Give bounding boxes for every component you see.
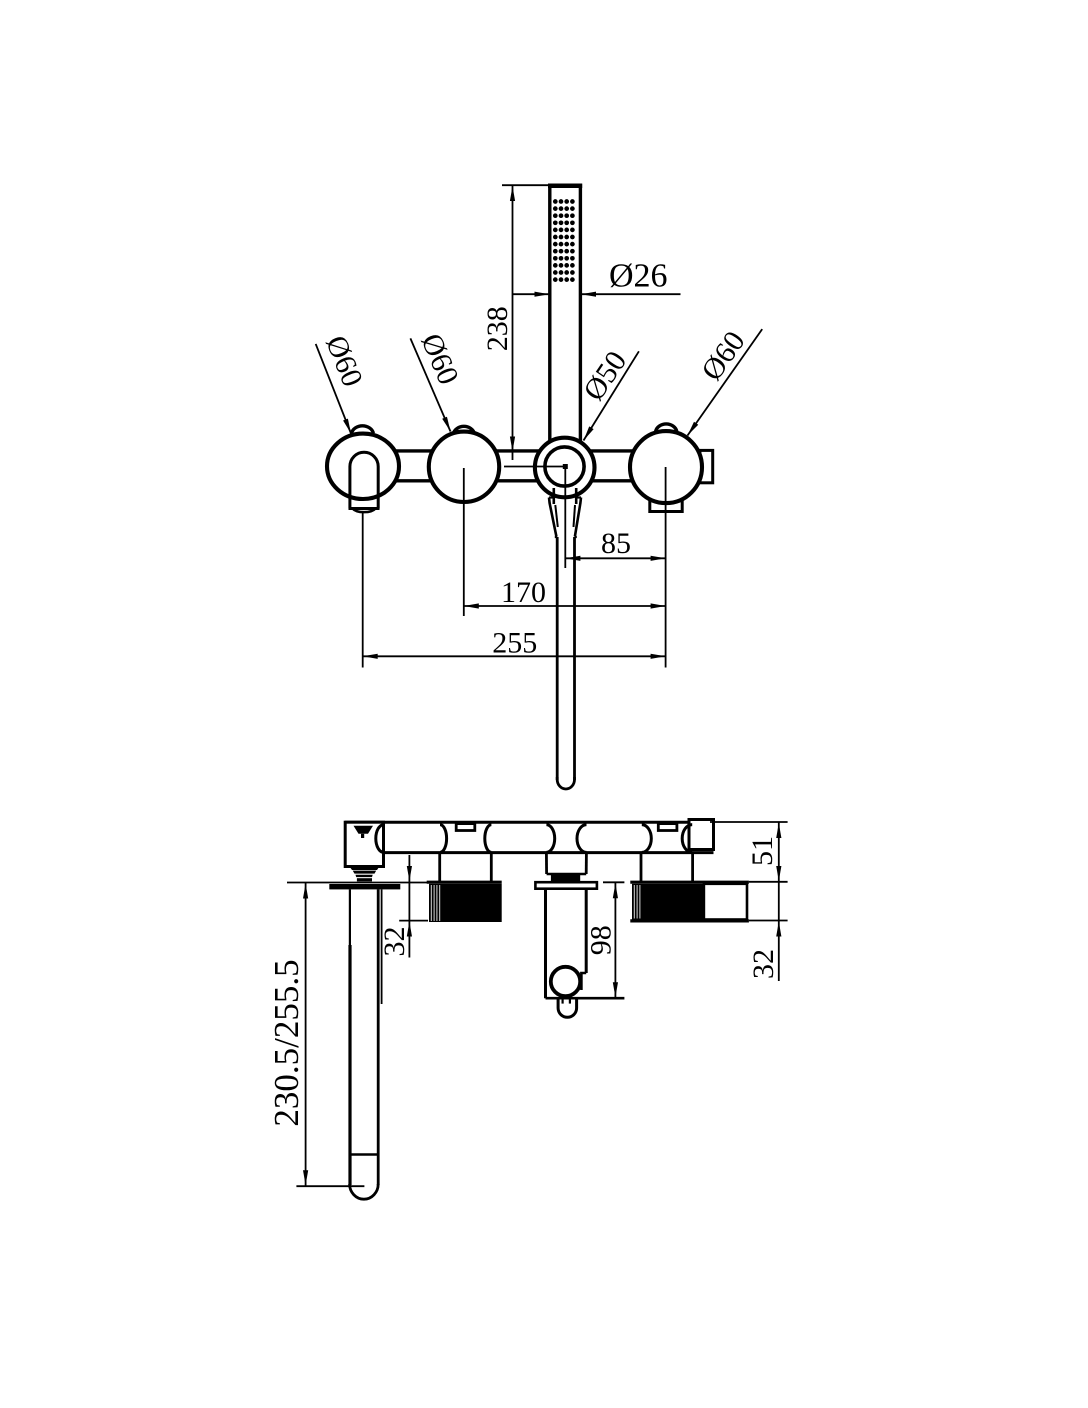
- svg-text:32: 32: [747, 949, 780, 979]
- svg-text:238: 238: [481, 306, 514, 351]
- svg-text:170: 170: [501, 576, 546, 609]
- svg-text:230.5/255.5: 230.5/255.5: [267, 959, 306, 1126]
- svg-text:255: 255: [492, 627, 537, 660]
- svg-text:98: 98: [585, 925, 618, 955]
- svg-text:51: 51: [746, 836, 779, 866]
- svg-text:Ø26: Ø26: [609, 258, 668, 295]
- svg-text:32: 32: [378, 927, 411, 957]
- svg-text:85: 85: [601, 527, 631, 560]
